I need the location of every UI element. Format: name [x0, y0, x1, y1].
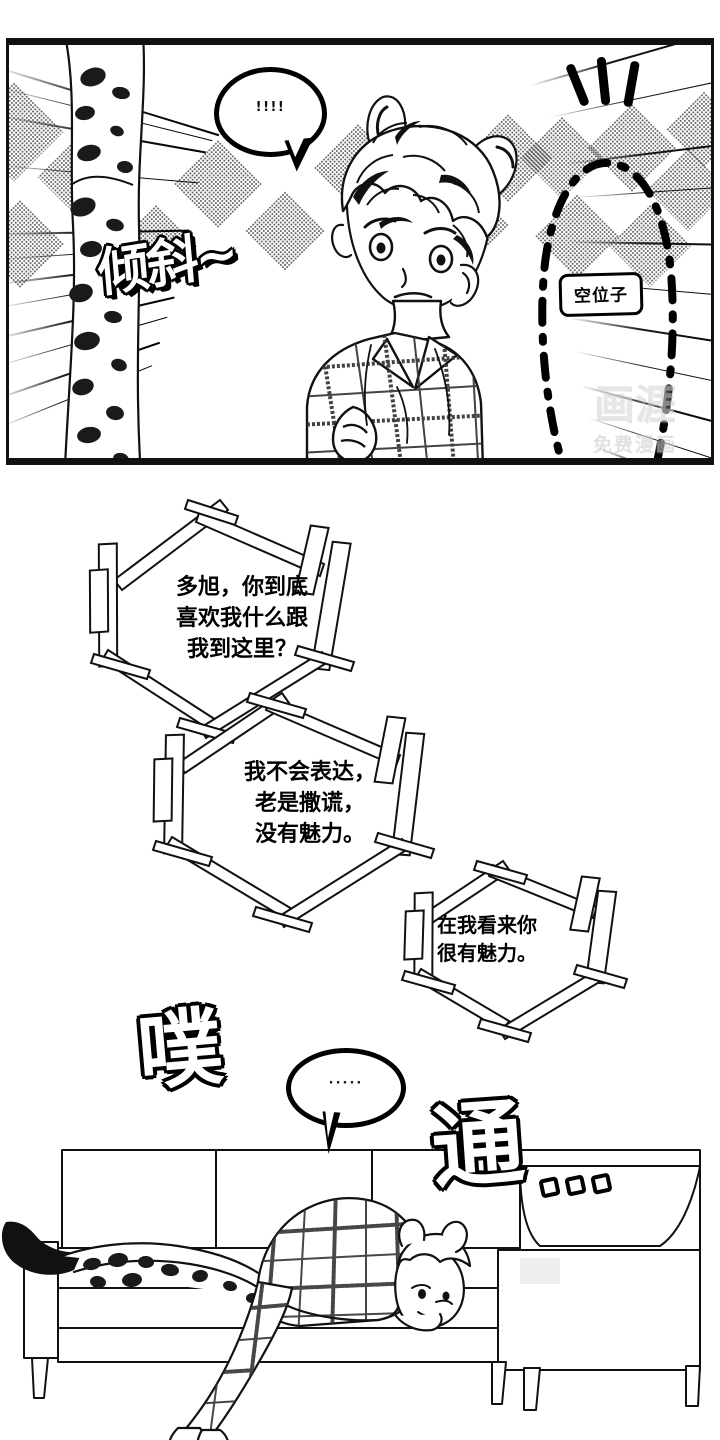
sfx-trail-dot: [538, 1176, 561, 1199]
speech-bubble-ellipsis: ·····: [286, 1048, 406, 1155]
spotted-tail: [47, 45, 165, 458]
sfx-pu-text: 噗: [133, 997, 227, 1103]
bubble-body: [286, 1048, 406, 1128]
dialogue-text-2: 我不会表达， 老是撒谎， 没有魅力。: [243, 760, 376, 848]
speech-bubble-exclamation: !!!!: [214, 67, 327, 173]
speed-line: [528, 45, 711, 87]
dialogue-text-1: 多旭，你到底 喜欢我什么跟 我到这里？: [175, 575, 308, 663]
emphasis-stroke: [623, 60, 640, 108]
bubble-tail-inner: [322, 1107, 336, 1139]
watermark-main-text: 画涯: [594, 382, 676, 428]
dialogue-box-2: 我不会表达， 老是撒谎， 没有魅力。: [150, 685, 470, 934]
watermark: 画涯 免费漫画: [565, 385, 705, 457]
sfx-trail-dot: [564, 1174, 587, 1197]
sofa-scene: [0, 1130, 720, 1440]
top-panel: !!!! 倾斜~ 空位子 画涯 免费漫画: [6, 38, 714, 465]
empty-seat-label: 空位子: [558, 271, 644, 318]
empty-seat-outline: [525, 133, 685, 458]
dialogue-box-3: 在我看来你 很有魅力。: [400, 855, 648, 1044]
bubble-body: [214, 67, 327, 157]
bottom-panel: 噗 通 ·····: [0, 990, 720, 1440]
bubble-text: ·····: [328, 1076, 364, 1091]
dialogue-section: 多旭，你到底 喜欢我什么跟 我到这里？: [0, 470, 720, 1044]
watermark-sub-text: 免费漫画: [592, 434, 677, 456]
bubble-text: !!!!: [255, 100, 286, 115]
character-figure: [157, 87, 577, 458]
sfx-tong-text: 通: [428, 1088, 528, 1203]
dialogue-text-3: 在我看来你 很有魅力。: [437, 913, 537, 966]
sfx-trail-dot: [590, 1172, 613, 1195]
dialogue-box-1: 多旭，你到底 喜欢我什么跟 我到这里？: [88, 490, 392, 750]
